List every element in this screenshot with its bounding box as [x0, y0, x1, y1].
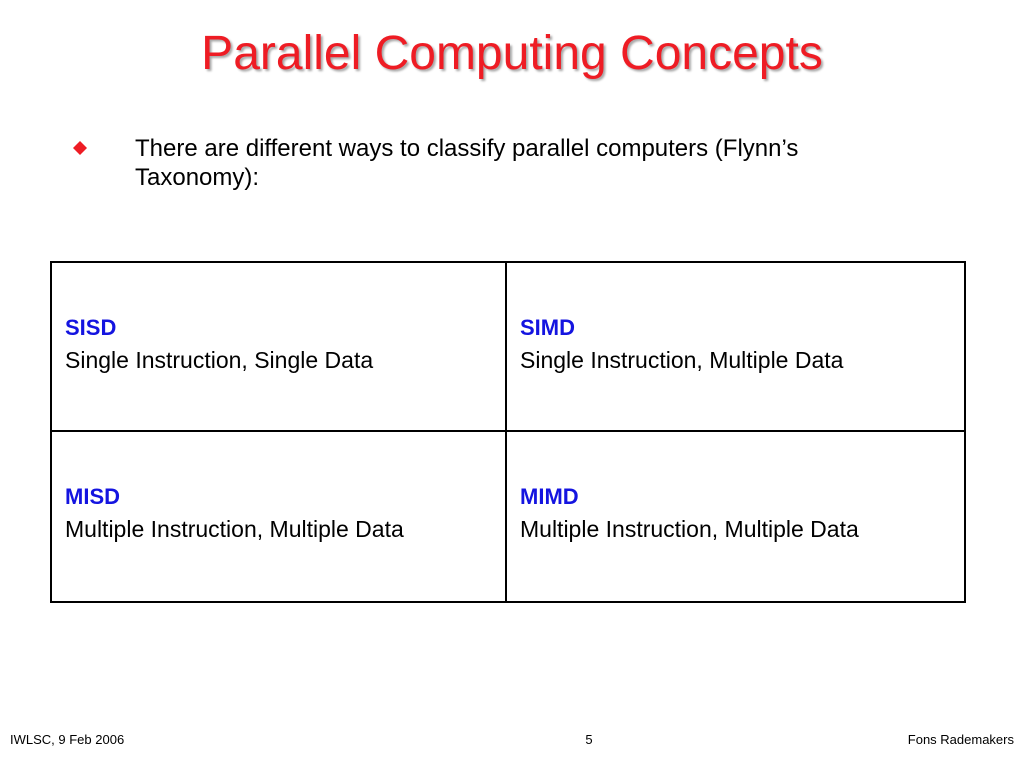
- cell-acronym: MISD: [65, 484, 120, 509]
- cell-acronym: SISD: [65, 315, 117, 340]
- taxonomy-cell-simd: SIMD Single Instruction, Multiple Data: [507, 263, 964, 432]
- footer-author: Fons Rademakers: [907, 732, 1014, 747]
- diamond-bullet-icon: [73, 141, 87, 155]
- cell-description: Multiple Instruction, Multiple Data: [65, 516, 404, 542]
- footer-page-number: 5: [585, 732, 593, 747]
- bullet-text: There are different ways to classify par…: [135, 135, 799, 191]
- bullet-item: There are different ways to classify par…: [70, 134, 970, 192]
- cell-description: Single Instruction, Single Data: [65, 347, 374, 373]
- taxonomy-cell-sisd: SISD Single Instruction, Single Data: [52, 263, 507, 432]
- cell-acronym: MIMD: [520, 484, 579, 509]
- taxonomy-cell-mimd: MIMD Multiple Instruction, Multiple Data: [507, 432, 964, 601]
- footer-event-date: IWLSC, 9 Feb 2006: [10, 732, 125, 747]
- flynn-taxonomy-table: SISD Single Instruction, Single Data SIM…: [50, 261, 966, 603]
- cell-acronym: SIMD: [520, 315, 575, 340]
- cell-description: Single Instruction, Multiple Data: [520, 347, 844, 373]
- slide-title: Parallel Computing Concepts: [201, 27, 823, 80]
- taxonomy-cell-misd: MISD Multiple Instruction, Multiple Data: [52, 432, 507, 601]
- cell-description: Multiple Instruction, Multiple Data: [520, 516, 859, 542]
